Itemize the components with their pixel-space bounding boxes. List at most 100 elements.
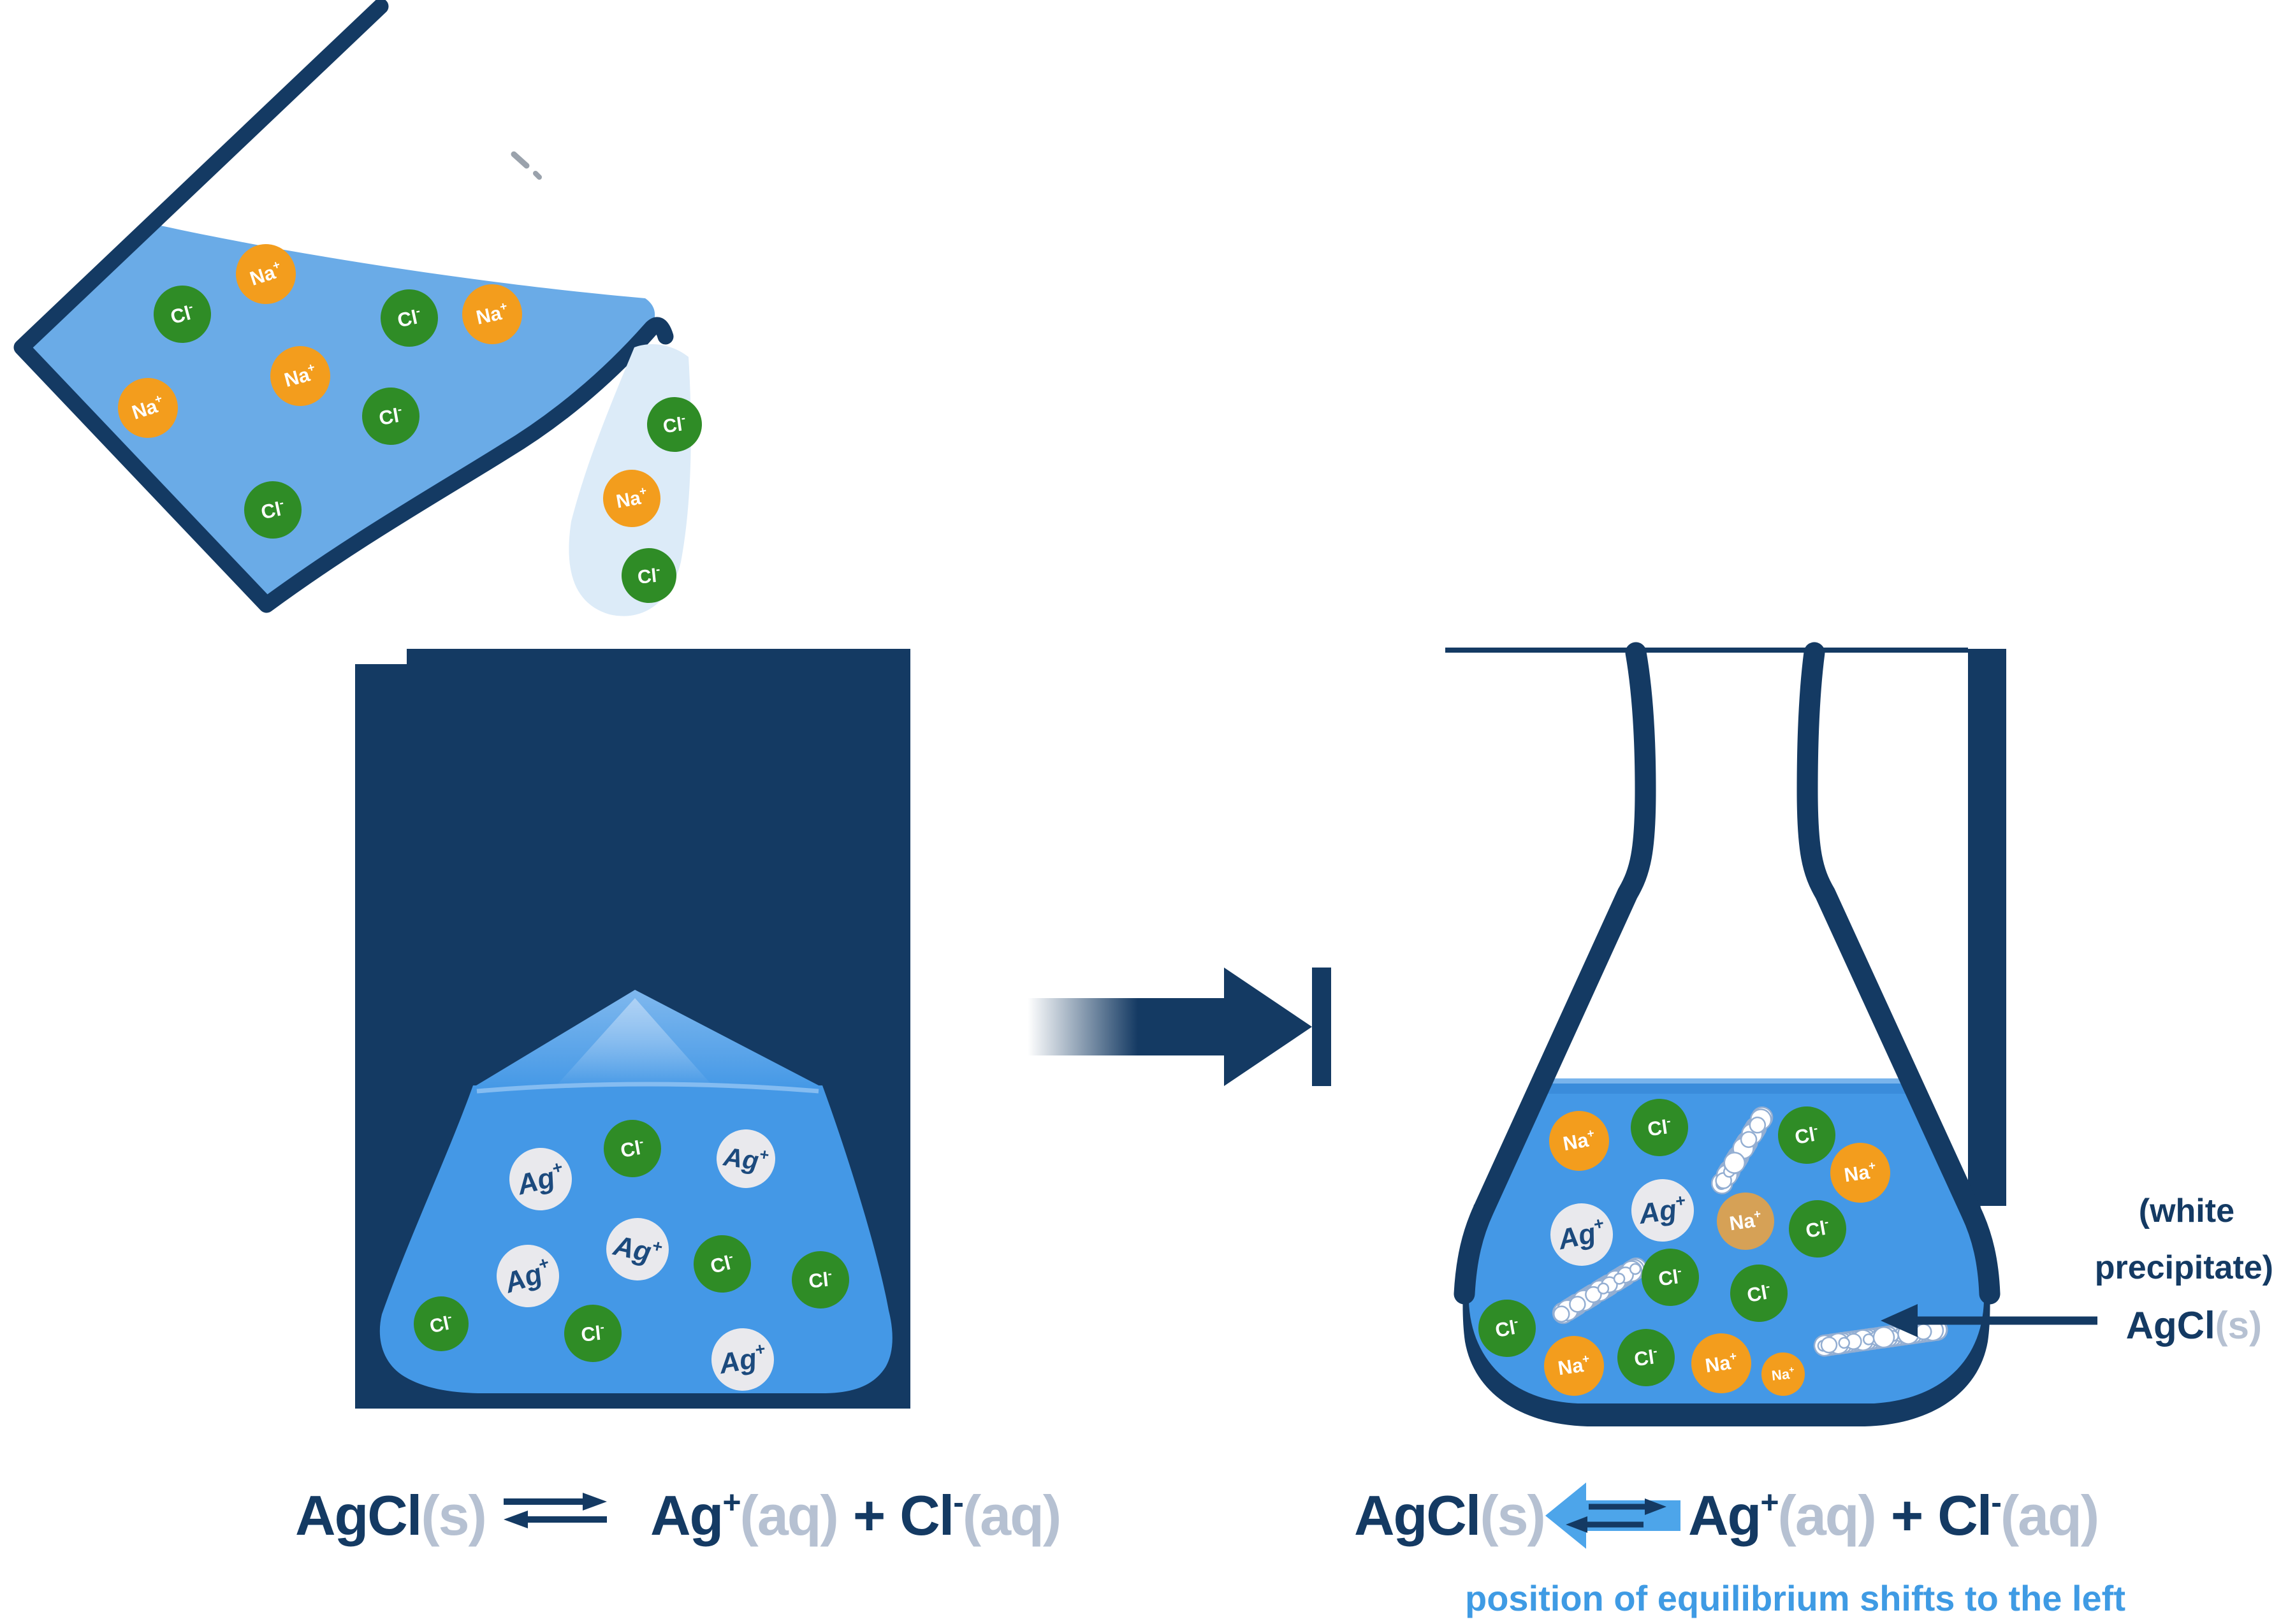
eq-right-products: Ag+(aq)+Cl-(aq) [1688, 1484, 2098, 1547]
ion-circle [236, 244, 296, 304]
precipitate-particle [1749, 1116, 1767, 1134]
annotation-line2: precipitate) [2095, 1249, 2273, 1286]
ion-cl: Cl- [647, 397, 702, 452]
ion-label: Cl- [808, 1267, 834, 1293]
ion-cl: Cl- [1778, 1106, 1835, 1164]
ion-ag: Ag+ [1550, 1203, 1613, 1266]
ion-circle [1478, 1300, 1536, 1357]
equation-left: AgCl(s) Ag+(aq)+Cl-(aq) [295, 1484, 1061, 1547]
eq-left-products: Ag+(aq)+Cl-(aq) [650, 1484, 1060, 1547]
ion-na: Na+ [1549, 1111, 1609, 1171]
ion-circle [509, 1148, 572, 1210]
ion-label: Na+ [1561, 1127, 1597, 1155]
annotation-formula: AgCl(s) [2126, 1304, 2262, 1347]
ion-circle [1717, 1193, 1774, 1250]
precipitate-particle [1838, 1337, 1850, 1349]
pointer-head-icon [1881, 1304, 1918, 1337]
ion-label: Cl- [1804, 1215, 1831, 1242]
ion-circle [604, 1120, 661, 1177]
funnel-highlight [556, 998, 713, 1086]
equilibrium-harpoons-icon [504, 1493, 607, 1528]
pour-stream: Cl- Na+ Cl- [569, 344, 702, 616]
ion-label: Ag+ [721, 1140, 770, 1177]
ion-circle [1544, 1336, 1604, 1396]
ion-circle [694, 1235, 751, 1293]
ion-circle [647, 397, 702, 452]
ion-circle [1642, 1249, 1699, 1306]
ion-circle [792, 1251, 849, 1309]
annotation-line1: (white [2139, 1193, 2234, 1229]
ion-circle [1730, 1265, 1788, 1322]
ion-circle [1761, 1352, 1805, 1396]
ion-circle [1830, 1143, 1890, 1203]
ion-na: Na+ [236, 244, 296, 304]
ion-label: Cl- [1657, 1265, 1684, 1291]
precipitate-flask: Na+Cl-Cl-Na+Ag+Ag+Na+Cl-Cl-Cl-Cl-Na+Cl-N… [1445, 642, 2273, 1426]
reaction-arrow [1028, 968, 1331, 1086]
eq-right-reactant: AgCl(s) [1354, 1484, 1545, 1547]
ion-circle [1631, 1179, 1694, 1242]
ion-circle [603, 470, 660, 527]
ion-cl: Cl- [1631, 1099, 1688, 1156]
flask-wall-left [1454, 642, 1656, 1305]
equilibrium-shift-note: position of equilibrium shifts to the le… [1465, 1578, 2125, 1618]
ion-circle [154, 286, 211, 343]
ion-circle [1549, 1111, 1609, 1171]
solution-surface-light [1538, 1078, 1914, 1085]
ion-ag: Ag+ [497, 1245, 559, 1307]
equation-right: AgCl(s) Ag+(aq)+Cl-(aq) position of equi… [1354, 1483, 2125, 1618]
speck-icon [533, 171, 542, 180]
ion-label: Ag+ [610, 1228, 664, 1271]
ion-circle [711, 1328, 774, 1391]
ion-circle [118, 378, 178, 438]
ion-label: Na+ [1770, 1364, 1795, 1384]
ion-circle [381, 289, 438, 347]
ion-circle [1550, 1203, 1613, 1266]
precipitate-cluster-icon [1552, 1257, 1647, 1324]
ion-circle [270, 346, 330, 406]
ion-cl: Cl- [622, 548, 676, 603]
ion-label: Cl- [636, 563, 662, 588]
arrow-end-bar [1312, 968, 1331, 1086]
ion-na: Na+ [1691, 1333, 1751, 1393]
ion-circle [1789, 1200, 1846, 1258]
precipitate-particle [1862, 1333, 1875, 1345]
eq-left-reactant: AgCl(s) [295, 1484, 486, 1547]
ion-circle [1631, 1099, 1688, 1156]
ion-label: Cl- [1745, 1280, 1772, 1307]
ion-na: Na+ [1761, 1352, 1805, 1396]
ion-cl: Cl- [604, 1120, 661, 1177]
ion-label: Cl- [1493, 1315, 1520, 1342]
ion-cl: Cl- [1642, 1249, 1699, 1306]
equilibrium-harpoons-icon [1566, 1498, 1666, 1533]
stream-ions: Cl- Na+ Cl- [603, 397, 702, 603]
flask-wall-right [1797, 642, 2001, 1305]
ion-label: Na+ [615, 484, 650, 512]
ion-label: Na+ [474, 300, 510, 329]
precipitate-particle [1613, 1273, 1626, 1285]
ion-circle [564, 1305, 622, 1362]
ion-na: Na+ [118, 378, 178, 438]
ion-cl: Cl- [1478, 1300, 1536, 1357]
ion-cl: Cl- [244, 481, 302, 539]
precipitate-annotation: (white precipitate) AgCl(s) [2095, 1193, 2273, 1347]
precipitate-clusters [1552, 1106, 1948, 1357]
ion-label: Na+ [1728, 1208, 1763, 1235]
precipitate-particle [1820, 1336, 1838, 1354]
ion-label: Cl- [259, 497, 287, 524]
ion-cl: Cl- [1617, 1329, 1675, 1386]
dissolved-flask: Ag+Cl-Ag+Ag+Ag+Cl-Cl-Cl-Cl-Ag+ [355, 649, 910, 1409]
precipitate-cluster-icon [1813, 1319, 1948, 1357]
precipitate-particle [1723, 1152, 1746, 1174]
ion-cl: Cl- [792, 1251, 849, 1309]
ion-label: Cl- [1646, 1115, 1673, 1141]
ion-label: Cl- [377, 403, 404, 430]
dissolved-ions: Ag+Cl-Ag+Ag+Ag+Cl-Cl-Cl-Cl-Ag+ [414, 1120, 849, 1391]
ion-circle [606, 1218, 669, 1280]
pouring-beaker: Na+Cl-Cl-Na+Na+Na+Cl-Cl- [13, 0, 674, 613]
precipitate-particle [1740, 1131, 1758, 1149]
precipitate-particle [1597, 1282, 1610, 1294]
glass-highlight-specks [511, 151, 542, 180]
precipitate-particle [1872, 1326, 1895, 1349]
